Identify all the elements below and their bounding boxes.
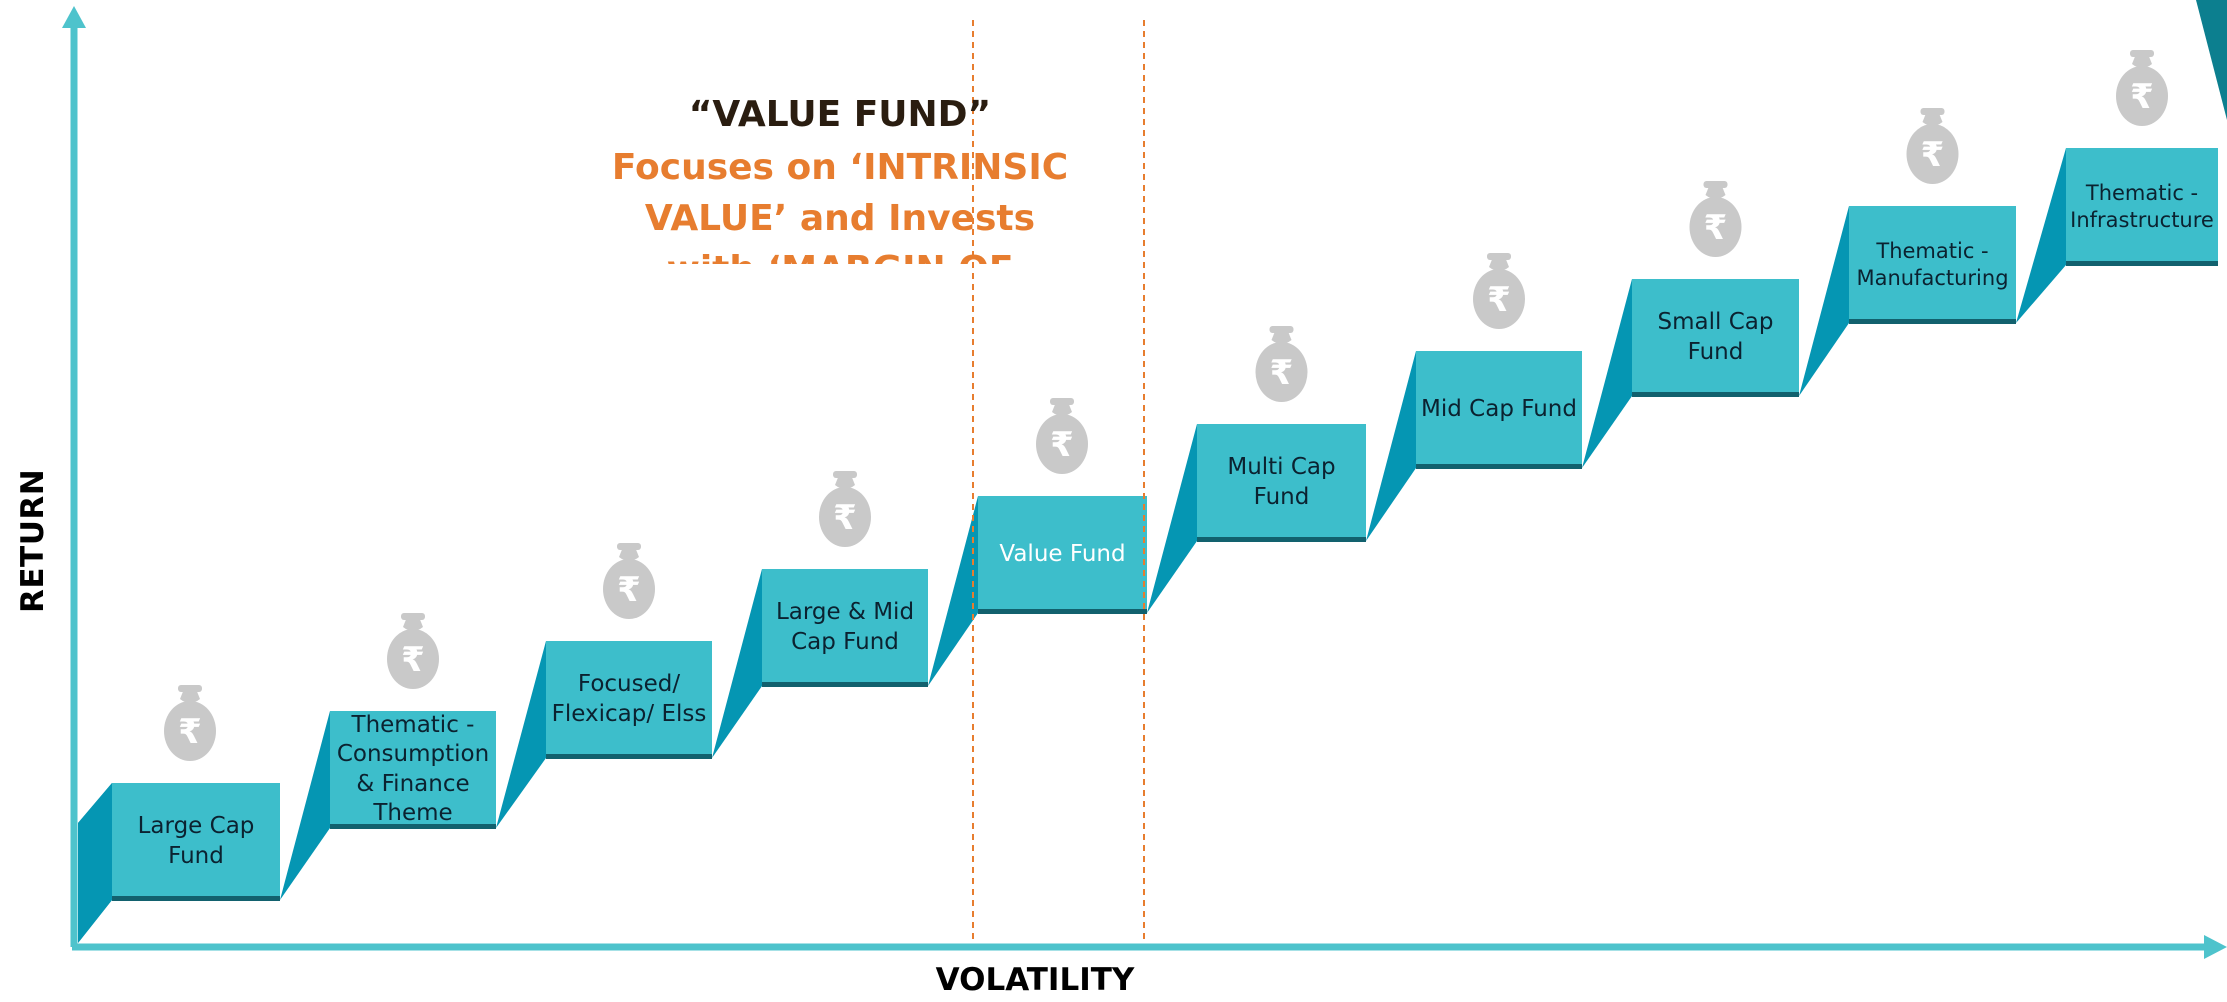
step-riser bbox=[1582, 279, 1632, 468]
money-bag-rupee-icon: ₹ bbox=[1906, 108, 1959, 184]
step-riser bbox=[2016, 148, 2066, 323]
y-axis-arrowhead bbox=[62, 6, 86, 28]
svg-text:₹: ₹ bbox=[178, 712, 202, 752]
step-label: Mid Cap Fund bbox=[1421, 395, 1577, 422]
step-block bbox=[496, 641, 712, 828]
money-bag-rupee-icon: ₹ bbox=[603, 543, 655, 619]
money-bag-rupee-icon: ₹ bbox=[387, 613, 439, 689]
step-face bbox=[978, 496, 1147, 613]
step-label: Thematic - Manufacturing bbox=[1856, 238, 2009, 290]
value-fund-callout: “VALUE FUND” Focuses on ‘INTRINSIC VALUE… bbox=[600, 88, 1080, 264]
step-face bbox=[762, 569, 928, 686]
svg-text:₹: ₹ bbox=[2130, 77, 2154, 117]
step-label: Thematic - Consumption & Finance Theme bbox=[336, 711, 490, 826]
step-face bbox=[330, 711, 496, 828]
svg-text:₹: ₹ bbox=[1921, 135, 1945, 175]
step-face bbox=[1197, 424, 1366, 541]
corner-accent bbox=[2196, 0, 2227, 120]
step-label: Focused/ Flexicap/ Elss bbox=[551, 671, 707, 727]
money-bag-rupee-icon: ₹ bbox=[1255, 326, 1308, 402]
step-shadow bbox=[978, 609, 1147, 614]
step-riser bbox=[928, 496, 978, 686]
step-shadow bbox=[1416, 464, 1582, 469]
step-face bbox=[1849, 206, 2016, 323]
step-label: Large & Mid Cap Fund bbox=[775, 599, 915, 655]
svg-text:₹: ₹ bbox=[833, 498, 857, 538]
step-riser bbox=[1147, 424, 1197, 613]
step-shadow bbox=[2066, 261, 2218, 266]
money-bag-rupee-icon: ₹ bbox=[1036, 398, 1088, 474]
step-shadow bbox=[330, 824, 496, 829]
x-axis-label: VOLATILITY bbox=[935, 962, 1135, 998]
step-block bbox=[928, 496, 1147, 686]
money-bag-rupee-icon: ₹ bbox=[2116, 50, 2168, 126]
step-label: Large Cap Fund bbox=[137, 813, 255, 869]
x-axis-arrowhead bbox=[2204, 935, 2227, 959]
step-block bbox=[2016, 148, 2218, 323]
svg-text:₹: ₹ bbox=[401, 640, 425, 680]
svg-text:₹: ₹ bbox=[1487, 280, 1511, 320]
y-axis-label: RETURN bbox=[15, 468, 51, 613]
step-shadow bbox=[112, 896, 280, 901]
callout-title: “VALUE FUND” bbox=[688, 94, 992, 135]
step-shadow bbox=[546, 754, 712, 759]
step-block bbox=[280, 711, 496, 900]
money-bag-rupee-icon: ₹ bbox=[1689, 181, 1742, 257]
step-shadow bbox=[1849, 319, 2016, 324]
axes bbox=[62, 6, 2227, 959]
step-riser-first bbox=[78, 783, 112, 943]
step-riser bbox=[1366, 351, 1416, 541]
money-bags-layer: ₹ ₹ ₹ ₹ ₹ ₹ ₹ ₹ ₹ ₹ bbox=[164, 50, 2168, 761]
step-face bbox=[2066, 148, 2218, 265]
step-block bbox=[1799, 206, 2016, 396]
step-face bbox=[546, 641, 712, 758]
step-face bbox=[1416, 351, 1582, 468]
step-face bbox=[112, 783, 280, 900]
step-shadow bbox=[1632, 392, 1799, 397]
step-label: Small Cap Fund bbox=[1657, 309, 1774, 365]
svg-text:₹: ₹ bbox=[1704, 208, 1728, 248]
step-label: Thematic - Infrastructure bbox=[2070, 180, 2214, 232]
step-face bbox=[1632, 279, 1799, 396]
money-bag-rupee-icon: ₹ bbox=[164, 685, 216, 761]
step-riser bbox=[1799, 206, 1849, 396]
step-riser bbox=[712, 569, 762, 758]
steps-layer bbox=[78, 148, 2218, 943]
money-bag-rupee-icon: ₹ bbox=[819, 471, 871, 547]
step-label: Value Fund bbox=[999, 540, 1126, 567]
step-block bbox=[1147, 424, 1366, 613]
callout-body: Focuses on ‘INTRINSIC VALUE’ and Invests… bbox=[611, 147, 1069, 264]
svg-text:₹: ₹ bbox=[1270, 353, 1294, 393]
step-riser bbox=[280, 711, 330, 900]
step-label: Multi Cap Fund bbox=[1227, 454, 1336, 510]
svg-text:₹: ₹ bbox=[1050, 425, 1074, 465]
step-block bbox=[1366, 351, 1582, 541]
step-riser bbox=[496, 641, 546, 828]
money-bag-rupee-icon: ₹ bbox=[1473, 253, 1525, 329]
step-shadow bbox=[762, 682, 928, 687]
step-block bbox=[712, 569, 928, 758]
step-block bbox=[78, 783, 280, 943]
step-block bbox=[1582, 279, 1799, 468]
step-shadow bbox=[1197, 537, 1366, 542]
svg-text:₹: ₹ bbox=[617, 570, 641, 610]
